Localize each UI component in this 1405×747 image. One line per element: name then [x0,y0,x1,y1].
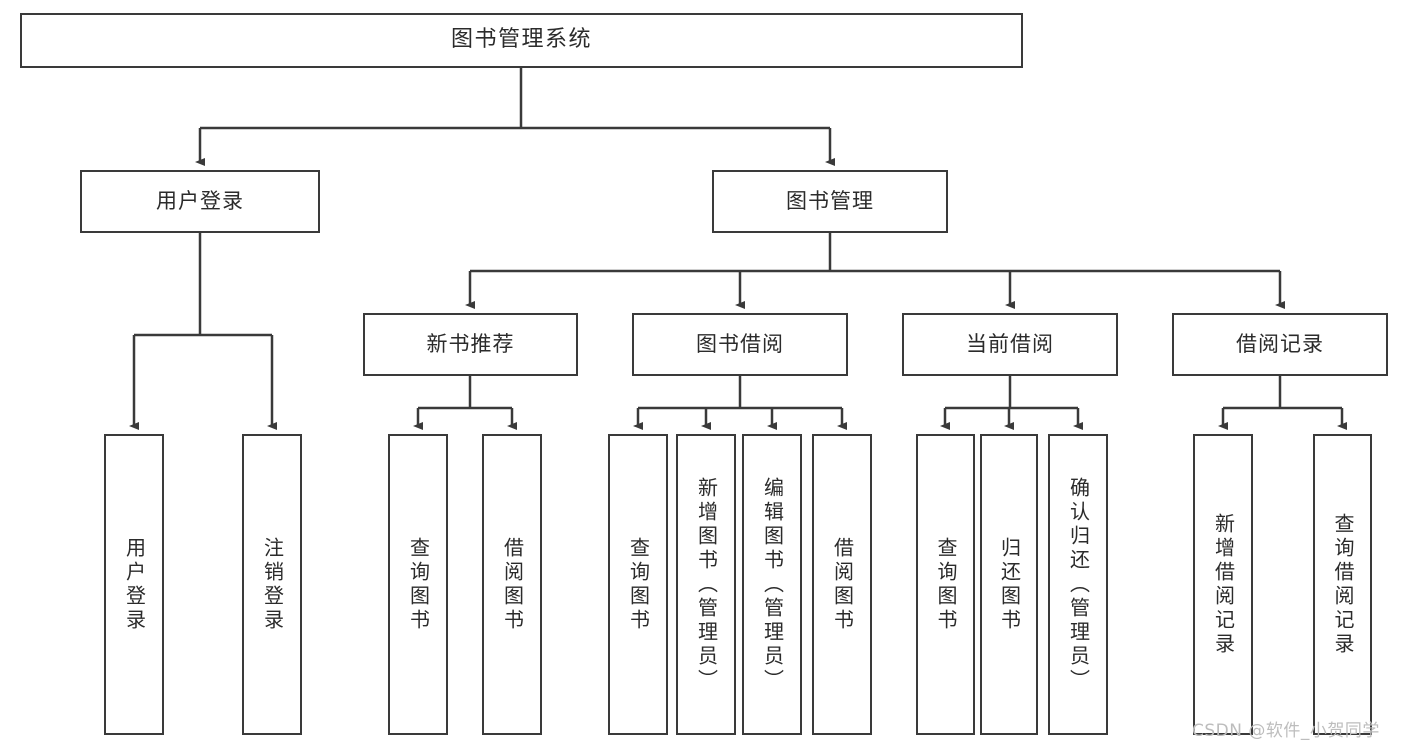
node-user-login[interactable]: 用户登录 [80,170,320,233]
edge-group-borrow [633,376,847,430]
edge-group-new-book [413,376,517,430]
node-current-borrow[interactable]: 当前借阅 [902,313,1118,376]
leaf-add-borrow-record[interactable]: 新增借阅记录 [1193,434,1253,735]
edge-group-user-login [129,233,277,430]
csdn-watermark: CSDN @软件_小贺同学 [1192,721,1380,741]
edge-group-current-borrow [940,376,1083,430]
leaf-query-book-current[interactable]: 查询图书 [916,434,975,735]
leaf-confirm-return-admin[interactable]: 确认归还（管理员） [1048,434,1108,735]
leaf-query-book-borrow[interactable]: 查询图书 [608,434,668,735]
node-new-book-recommend[interactable]: 新书推荐 [363,313,578,376]
leaf-edit-book-admin[interactable]: 编辑图书（管理员） [742,434,802,735]
leaf-borrow-book[interactable]: 借阅图书 [812,434,872,735]
edge-group-root [195,68,835,166]
leaf-return-book[interactable]: 归还图书 [980,434,1038,735]
edge-group-book-mgmt [465,233,1285,309]
leaf-logout[interactable]: 注销登录 [242,434,302,735]
node-book-borrow[interactable]: 图书借阅 [632,313,848,376]
leaf-user-login[interactable]: 用户登录 [104,434,164,735]
leaf-query-borrow-record[interactable]: 查询借阅记录 [1313,434,1372,735]
node-borrow-records[interactable]: 借阅记录 [1172,313,1388,376]
leaf-add-book-admin[interactable]: 新增图书（管理员） [676,434,736,735]
leaf-query-book-recommend[interactable]: 查询图书 [388,434,448,735]
edge-group-records [1218,376,1347,430]
node-root-book-management-system[interactable]: 图书管理系统 [20,13,1023,68]
node-book-management[interactable]: 图书管理 [712,170,948,233]
leaf-borrow-book-recommend[interactable]: 借阅图书 [482,434,542,735]
